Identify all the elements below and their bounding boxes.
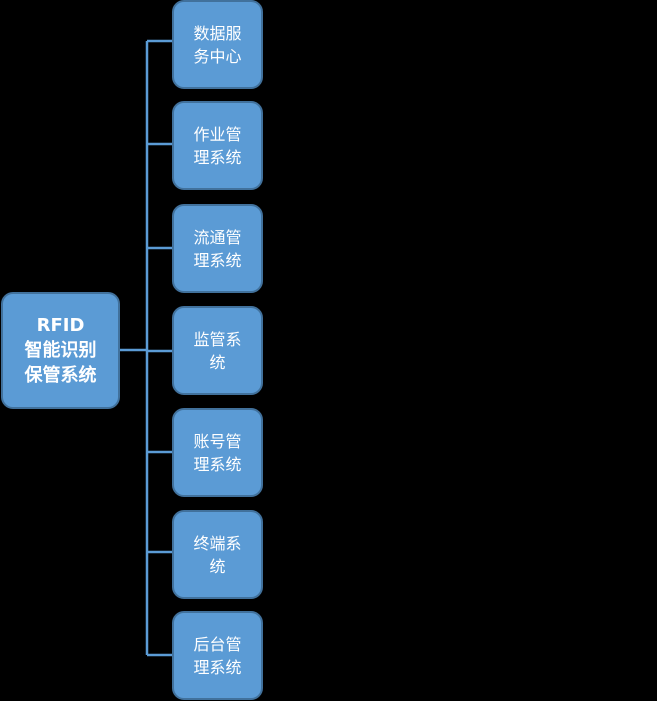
child-node-data-service-center: 数据服 务中心	[172, 0, 263, 89]
child-node-operation-management: 作业管 理系统	[172, 101, 263, 190]
child-node-backend-management: 后台管 理系统	[172, 611, 263, 700]
child-node-supervision-system: 监管系 统	[172, 306, 263, 395]
child-node-circulation-management: 流通管 理系统	[172, 204, 263, 293]
root-node: RFID 智能识别 保管系统	[1, 292, 120, 409]
child-node-terminal-system: 终端系 统	[172, 510, 263, 599]
child-node-account-management: 账号管 理系统	[172, 408, 263, 497]
